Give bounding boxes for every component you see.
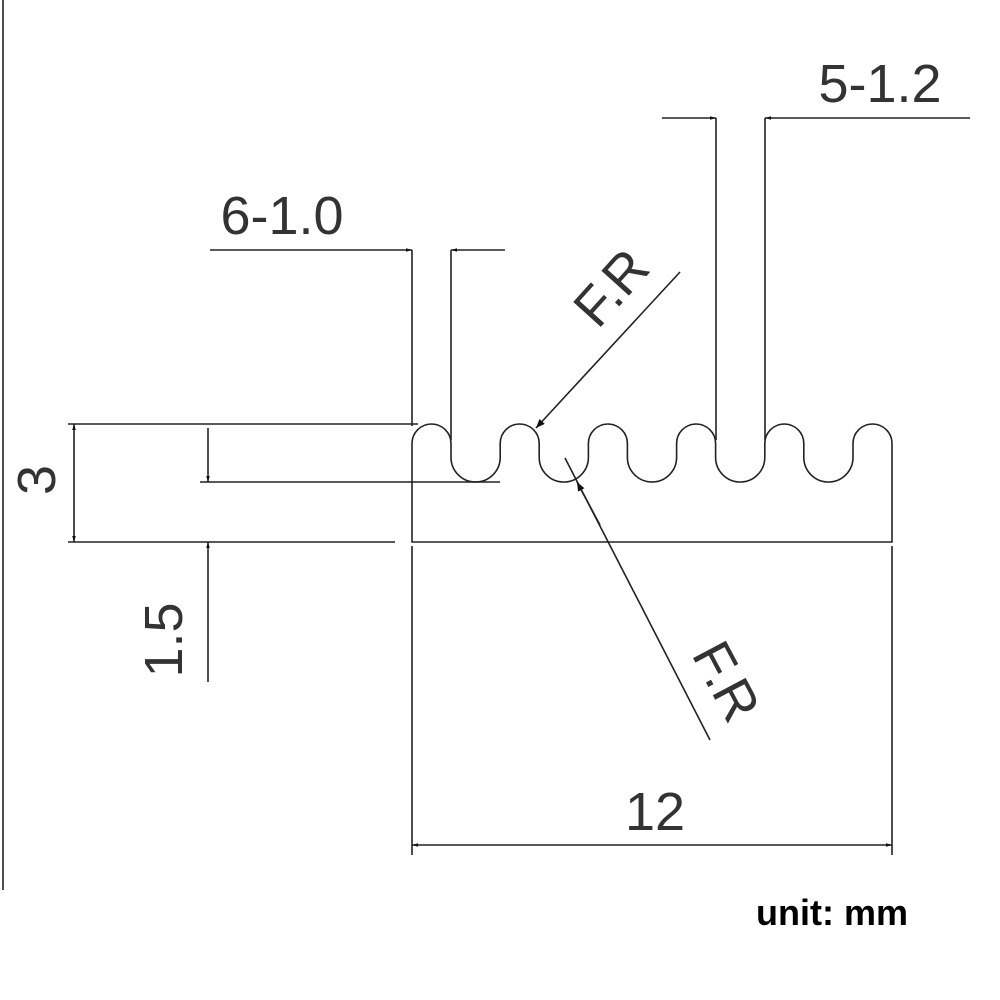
base-height-label: 1.5 xyxy=(134,602,194,677)
seal-profile-outline xyxy=(411,423,893,543)
tooth-width-dimension: 5-1.2 xyxy=(662,54,970,440)
top-radius-label: F.R xyxy=(562,238,661,338)
groove-width-label: 6-1.0 xyxy=(220,186,343,246)
total-width-dimension: 12 xyxy=(411,546,893,855)
unit-label: unit: mm xyxy=(756,892,908,933)
bottom-radius-label: F.R xyxy=(680,632,771,732)
base-height-dimension: 1.5 xyxy=(134,428,500,682)
total-height-label: 3 xyxy=(7,465,67,495)
bottom-radius-callout: F.R xyxy=(564,457,771,741)
tooth-width-label: 5-1.2 xyxy=(818,54,941,114)
total-height-dimension: 3 xyxy=(7,423,418,543)
top-radius-callout: F.R xyxy=(535,238,681,429)
total-width-label: 12 xyxy=(625,782,685,842)
groove-width-dimension: 6-1.0 xyxy=(210,186,505,440)
